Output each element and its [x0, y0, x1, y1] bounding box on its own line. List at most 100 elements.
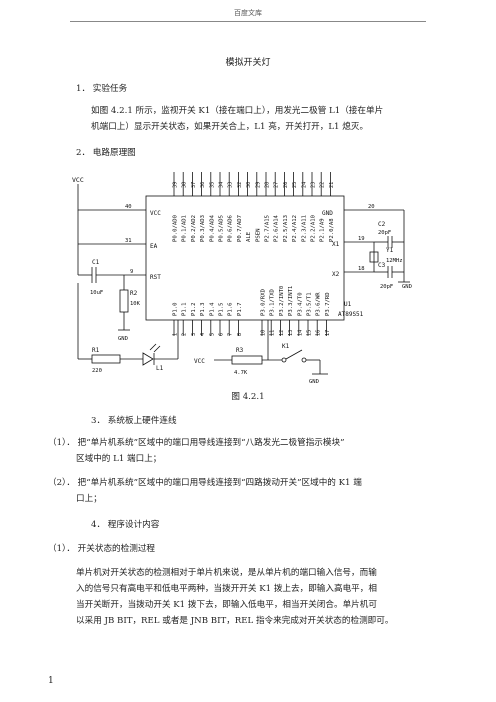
pin-num-bottom: 7 — [228, 333, 234, 336]
pin-num-bottom: 13 — [288, 330, 294, 336]
pin-label-gnd: GND — [322, 210, 333, 217]
task-line-2: 机端口上）显示开关状态，如果开关合上，L1 亮，开关打开，L1 熄灭。 — [91, 122, 369, 132]
pin-num-bottom: 5 — [209, 333, 215, 336]
pin-label-top: P2.6/A14 — [274, 214, 280, 242]
pin-num-bottom: 14 — [297, 330, 303, 336]
k1-label: K1 — [282, 343, 290, 350]
pin-num-top: 37 — [191, 182, 197, 188]
pin-label-top: P0.4/AD4 — [209, 214, 215, 242]
pin-num-bottom: 11 — [270, 330, 276, 336]
pin-label-bottom: P1.7 — [237, 303, 243, 316]
chip-ref: U1 — [344, 301, 352, 308]
wiring-1-line-1: （1）． 把“单片机系统”区域中的端口用导线连接到“八路发光二极管指示模块” — [48, 438, 345, 448]
pin-num-top: 29 — [255, 182, 261, 188]
wiring-2-line-1: （2）． 把“单片机系统”区域中的端口用导线连接到“四路拨动开关”区域中的 K1… — [48, 478, 362, 488]
pin-num-bottom: 10 — [261, 330, 267, 336]
pin-num-top: 24 — [301, 182, 307, 188]
pin-label-bottom: P1.1 — [182, 303, 188, 316]
pin-num-31: 31 — [125, 238, 132, 244]
gnd-label-x: GND — [402, 284, 412, 290]
pin-label-bottom: P3.6/WR — [316, 292, 322, 316]
pin-num-bottom: 1 — [173, 333, 179, 336]
pin-label-top: ALE — [246, 231, 252, 242]
c2-label: C2 — [378, 221, 386, 228]
pin-num-top: 26 — [283, 182, 289, 188]
pin-label-top: P0.7/AD7 — [237, 215, 243, 242]
pin-num-top: 36 — [200, 182, 206, 188]
pin-label-top: PSEN — [255, 229, 261, 242]
pin-label-bottom: P1.5 — [219, 303, 225, 316]
c1-label: C1 — [92, 259, 100, 266]
mcu-chip-body — [145, 195, 345, 321]
c3-value: 20pF — [380, 284, 393, 290]
body-line-4: 以采用 JB BIT，REL 或者是 JNB BIT，REL 指令来完成对开关状… — [76, 616, 394, 626]
pin-num-40: 40 — [125, 204, 132, 210]
pin-num-top: 30 — [246, 182, 252, 188]
r3-label: R3 — [236, 347, 244, 354]
sub-heading-switch-detect: （1）． 开关状态的检测过程 — [48, 544, 156, 554]
pin-label-x2: X2 — [332, 271, 340, 278]
pin-label-bottom: P1.3 — [200, 303, 206, 316]
pin-label-top: P0.3/AD3 — [200, 215, 206, 242]
vcc-label-top: VCC — [72, 176, 84, 184]
pin-num-top: 25 — [292, 182, 298, 188]
pin-num-top: 32 — [237, 182, 243, 188]
pin-num-top: 22 — [320, 182, 326, 188]
pin-label-top: P2.0/A8 — [329, 218, 335, 242]
pin-num-top: 38 — [182, 182, 188, 188]
pin-num-bottom: 15 — [307, 330, 313, 336]
doc-title: 模拟开关灯 — [225, 58, 271, 68]
pin-label-top: P0.2/AD2 — [191, 215, 197, 242]
y1-label: Y1 — [386, 247, 394, 254]
pin-num-bottom: 3 — [191, 333, 197, 336]
r1-label: R1 — [92, 347, 100, 354]
pin-label-bottom: P1.6 — [228, 303, 234, 316]
pin-label-bottom: P3.5/T1 — [307, 292, 313, 316]
r1-value: 220 — [92, 368, 102, 374]
chip-name: AT89S51 — [338, 311, 364, 318]
l1-label: L1 — [156, 365, 164, 372]
c2-value: 20pF — [378, 230, 391, 236]
heading-wiring: 3． 系统板上硬件连线 — [91, 416, 177, 426]
c1-value: 10uF — [90, 290, 103, 296]
pin-num-top: 33 — [228, 182, 234, 188]
pin-num-bottom: 12 — [279, 330, 285, 336]
pin-num-top: 35 — [209, 182, 215, 188]
task-line-1: 如图 4.2.1 所示，监视开关 K1（接在端口上），用发光二极管 L1（接在单… — [91, 106, 384, 116]
wiring-2-line-2: 口上； — [76, 494, 102, 504]
wiring-1-line-2: 区域中的 L1 端口上； — [76, 454, 162, 464]
pin-num-9: 9 — [130, 269, 133, 275]
figure-caption: 图 4.2.1 — [231, 392, 265, 402]
pin-label-top: P0.6/AD6 — [228, 215, 234, 242]
pin-num-bottom: 6 — [219, 333, 225, 336]
pin-label-bottom: P1.4 — [209, 302, 215, 316]
body-line-1: 单片机对开关状态的检测相对于单片机来说，是从单片机的端口输入信号，而输 — [76, 568, 377, 578]
y1-value: 12MHz — [386, 258, 403, 264]
pin-num-bottom: 8 — [237, 333, 243, 336]
pin-num-19: 19 — [358, 236, 365, 242]
pin-label-top: P2.7/A15 — [265, 215, 271, 242]
pin-label-vcc: VCC — [150, 210, 161, 217]
pin-label-top: P2.1/A9 — [320, 218, 326, 242]
pin-label-ea: EA — [150, 243, 158, 250]
r3-value: 4.7K — [234, 370, 248, 376]
pin-label-top: P0.0/AD0 — [173, 215, 179, 242]
body-line-2: 入的信号只有高电平和低电平两种，当拨开开关 K1 拨上去，即输入高电平，相 — [76, 584, 377, 594]
pin-num-bottom: 2 — [182, 333, 188, 336]
vcc-label-r3: VCC — [194, 358, 205, 365]
pin-num-18: 18 — [358, 266, 365, 272]
body-line-3: 当开关断开，当拨动开关 K1 拨下去，即输入低电平，相当开关闭合。单片机可 — [76, 600, 377, 610]
pin-label-bottom: P1.2 — [191, 303, 197, 316]
pin-label-bottom: P1.0 — [173, 303, 179, 316]
pin-label-bottom: P3.2/INT0 — [279, 286, 285, 316]
page-number: 1 — [48, 676, 54, 686]
pin-num-bottom: 17 — [325, 330, 331, 336]
pin-label-top: P0.1/AD1 — [182, 215, 188, 242]
pin-label-top: P2.2/A10 — [311, 215, 317, 242]
pin-num-top: 28 — [265, 182, 271, 188]
pin-num-top: 23 — [311, 182, 317, 188]
pin-num-top: 21 — [329, 182, 335, 188]
pin-num-top: 27 — [274, 182, 280, 188]
heading-program: 4． 程序设计内容 — [91, 520, 160, 530]
r2-value: 10K — [130, 301, 141, 307]
